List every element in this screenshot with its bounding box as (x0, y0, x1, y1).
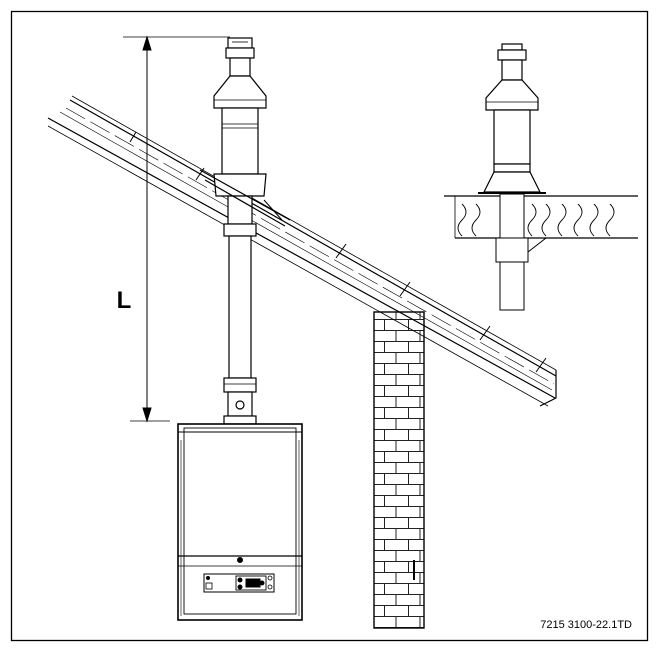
figure-code: 7215 3100-22.1TD (540, 619, 632, 631)
brick-wall (373, 311, 425, 629)
flat-roof-detail (444, 43, 638, 311)
dimension-line (123, 35, 230, 423)
vertical-flue-pipe (213, 37, 267, 425)
roof-tile-overlay (199, 169, 291, 227)
drawing-border (10, 10, 649, 642)
sloped-roof (47, 95, 557, 407)
boiler-unit (177, 423, 303, 621)
dimension-label: L (117, 287, 132, 314)
